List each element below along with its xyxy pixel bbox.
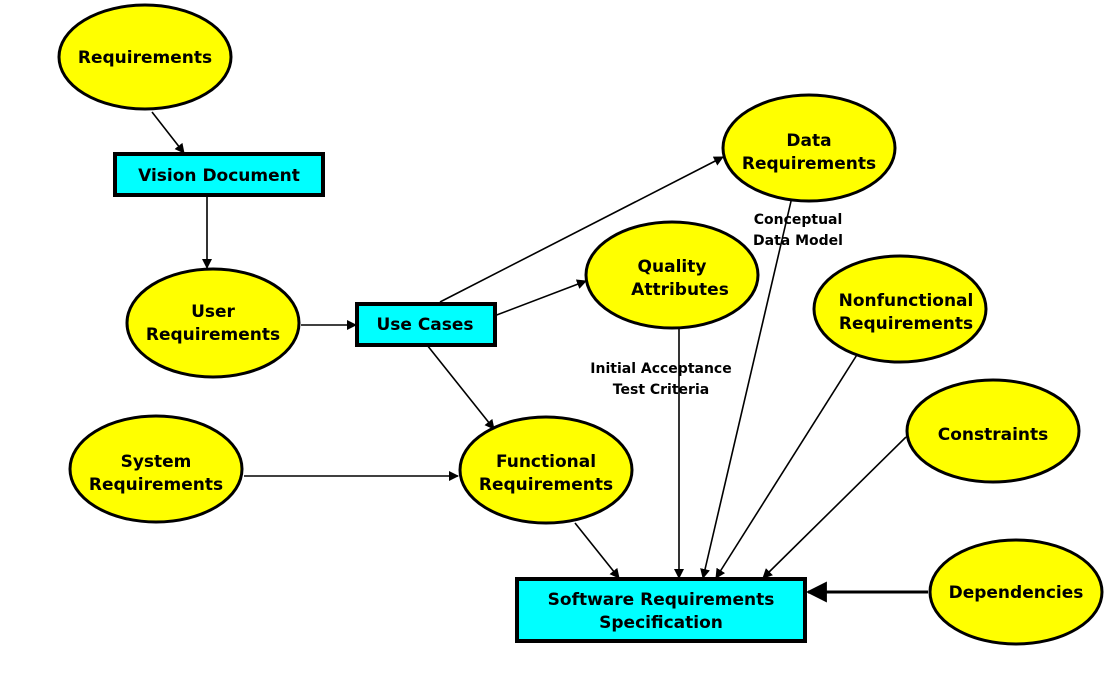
edge-label-conceptual-data-model: Conceptual Data Model (753, 212, 843, 249)
node-vision-document-label: Vision Document (138, 166, 300, 186)
node-nonfunctional-requirements-label-2: Requirements (839, 314, 973, 334)
node-functional-requirements-label-1: Functional (496, 452, 596, 472)
node-functional-requirements: Functional Requirements (458, 415, 634, 525)
node-data-requirements-label-1: Data (786, 131, 831, 151)
edge-functional-to-srs (574, 522, 620, 579)
node-dependencies: Dependencies (928, 538, 1104, 646)
node-srs: Software Requirements Specification (515, 577, 807, 643)
edge-label-initial-acceptance: Initial Acceptance Test Criteria (590, 361, 731, 398)
node-dependencies-label: Dependencies (949, 583, 1084, 603)
node-requirements-label: Requirements (78, 48, 212, 68)
node-data-requirements: Data Requirements (721, 93, 897, 203)
node-nonfunctional-requirements-label-1: Nonfunctional (839, 291, 974, 311)
node-quality-attributes-label-2: Attributes (631, 280, 729, 300)
edges (151, 111, 928, 603)
node-system-requirements-label-2: Requirements (89, 475, 223, 495)
node-constraints: Constraints (905, 378, 1081, 484)
edge-label-conceptual-data-model-line-1: Conceptual (754, 212, 843, 228)
edge-nonfunctional-to-srs (715, 349, 861, 579)
node-constraints-label: Constraints (938, 425, 1049, 445)
edge-label-initial-acceptance-line-2: Test Criteria (613, 382, 709, 398)
node-quality-attributes: Quality Attributes (584, 220, 760, 330)
node-use-cases-label: Use Cases (376, 315, 473, 335)
edge-use-cases-to-functional-requirements (426, 344, 495, 430)
edge-label-initial-acceptance-line-1: Initial Acceptance (590, 361, 731, 377)
node-system-requirements-label-1: System (121, 452, 192, 472)
node-requirements: Requirements (57, 3, 233, 111)
node-user-requirements-label-2: Requirements (146, 325, 280, 345)
node-system-requirements: System Requirements (68, 414, 244, 524)
node-data-requirements-label-2: Requirements (742, 154, 876, 174)
node-use-cases: Use Cases (355, 302, 497, 347)
edge-use-cases-to-quality-attributes (493, 279, 587, 317)
node-nonfunctional-requirements: Nonfunctional Requirements (812, 254, 988, 364)
node-srs-label-1: Software Requirements (548, 590, 775, 610)
node-quality-attributes-label-1: Quality (638, 257, 707, 277)
node-vision-document: Vision Document (113, 152, 325, 197)
node-user-requirements: User Requirements (125, 267, 301, 379)
node-srs-label-2: Specification (599, 613, 723, 633)
edge-data-to-srs (700, 196, 793, 579)
edge-constraints-to-srs (762, 436, 907, 579)
node-user-requirements-label-1: User (191, 302, 235, 322)
edge-use-cases-to-data-requirements (439, 156, 724, 303)
node-functional-requirements-label-2: Requirements (479, 475, 613, 495)
edge-label-conceptual-data-model-line-2: Data Model (753, 233, 843, 249)
edge-requirements-to-vision (151, 111, 185, 154)
